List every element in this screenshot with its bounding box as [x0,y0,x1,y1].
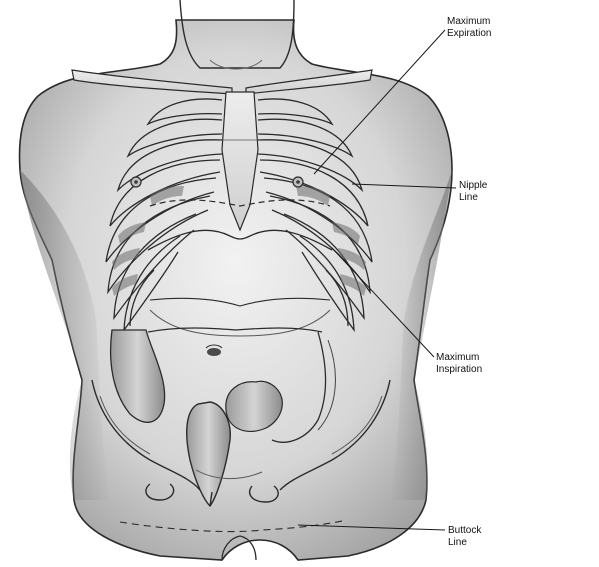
label-line: Expiration [447,28,491,40]
label-maximum-expiration: Maximum Expiration [447,16,491,40]
label-line: Maximum [447,16,491,28]
label-line: Buttock [448,525,481,537]
label-line: Nipple [459,180,487,192]
label-line: Line [448,537,481,549]
label-buttock-line: Buttock Line [448,525,481,549]
label-line: Line [459,192,487,204]
label-maximum-inspiration: Maximum Inspiration [436,352,482,376]
label-nipple-line: Nipple Line [459,180,487,204]
label-line: Maximum [436,352,482,364]
label-line: Inspiration [436,364,482,376]
